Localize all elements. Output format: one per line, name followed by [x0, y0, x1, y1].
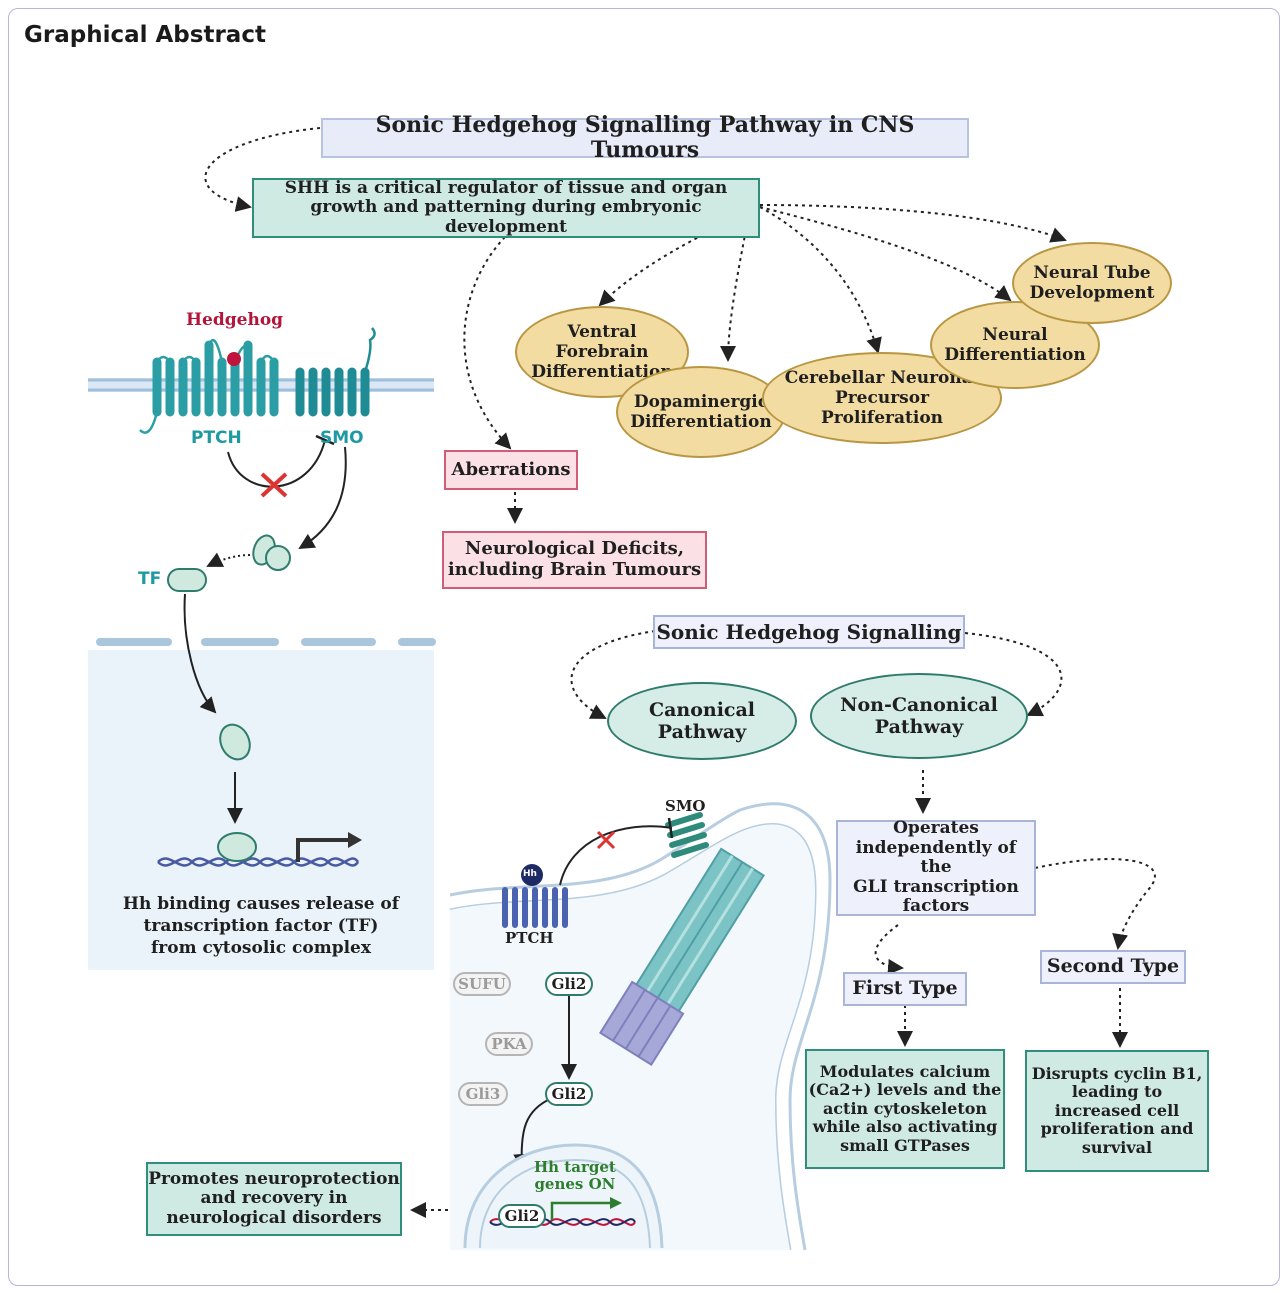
first-type-box: First Type — [843, 972, 967, 1006]
cell-ptch-receptor — [502, 887, 568, 928]
oval-non-canonical-pathway: Non-Canonical Pathway — [810, 673, 1028, 759]
oval-canonical-pathway: Canonical Pathway — [607, 682, 797, 760]
tf-release-caption: Hh binding causes release of transcripti… — [122, 894, 400, 959]
hedgehog-ligand-icon — [227, 352, 241, 366]
shh-regulator-box: SHH is a critical regulator of tissue an… — [252, 178, 760, 238]
cell-smo-receptor — [665, 812, 709, 858]
smo-receptor — [295, 367, 370, 417]
tf-shape — [167, 568, 207, 592]
first-type-description: Modulates calcium (Ca2+) levels and the … — [805, 1049, 1005, 1169]
ptch-loops — [139, 339, 276, 434]
neurological-deficits-box: Neurological Deficits, including Brain T… — [442, 531, 707, 589]
operates-independently-box: Operates independently of the GLI transc… — [836, 818, 1036, 916]
cell-ptch-label: PTCH — [505, 929, 554, 947]
page-title: Graphical Abstract — [24, 22, 266, 48]
gli2-top-pill: Gli2 — [545, 972, 593, 996]
gli2-mid-pill: Gli2 — [545, 1082, 593, 1106]
aberrations-box: Aberrations — [444, 450, 578, 490]
hedgehog-label: Hedgehog — [186, 310, 284, 330]
second-type-box: Second Type — [1040, 950, 1186, 984]
membrane-panel — [88, 327, 436, 970]
neuroprotection-box: Promotes neuroprotection and recovery in… — [146, 1162, 402, 1236]
gli3-pill: Gli3 — [458, 1082, 508, 1106]
cell-smo-label: SMO — [665, 797, 706, 815]
ptch-label: PTCH — [191, 428, 242, 448]
signalling-connectors — [410, 630, 1156, 1218]
dna-icon — [157, 857, 360, 867]
ptch-receptor — [152, 340, 279, 417]
signalling-title-box: Sonic Hedgehog Signalling — [653, 615, 965, 649]
gli2-nucleus-pill: Gli2 — [498, 1204, 546, 1228]
smo-label: SMO — [320, 428, 364, 448]
block-x-icon — [260, 472, 288, 498]
cell-panel — [449, 802, 832, 1251]
hh-target-genes-label: Hh target genes ON — [534, 1158, 616, 1194]
pka-pill: PKA — [485, 1032, 533, 1056]
main-title-box: Sonic Hedgehog Signalling Pathway in CNS… — [321, 112, 969, 163]
second-type-description: Disrupts cyclin B1, leading to increased… — [1025, 1050, 1209, 1172]
oval-dopaminergic: Dopaminergic Differentiation — [616, 366, 786, 458]
hh-ligand-icon — [521, 864, 543, 886]
tf-label: TF — [138, 569, 162, 589]
cell-hh-label: Hh — [523, 869, 537, 879]
sufu-pill: SUFU — [453, 972, 511, 996]
cilium-icon — [598, 847, 765, 1067]
oval-neural-tube: Neural Tube Development — [1012, 242, 1172, 324]
